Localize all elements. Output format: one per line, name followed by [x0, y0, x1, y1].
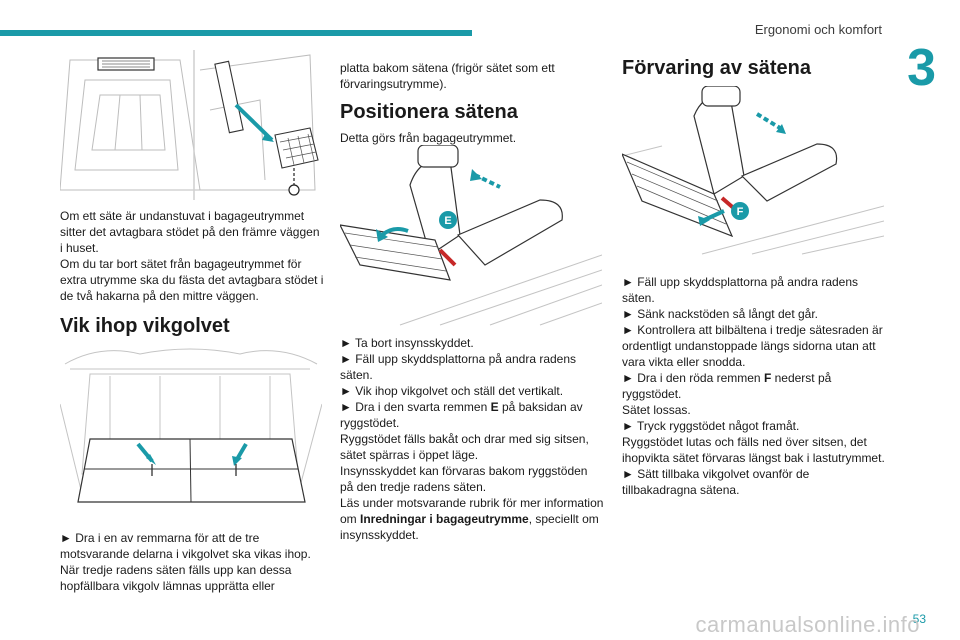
section-title: Ergonomi och komfort: [754, 22, 882, 37]
page-number: 53: [912, 612, 926, 626]
step: ► Ta bort insynsskyddet.: [340, 336, 474, 350]
step: ► Vik ihop vikgolvet och ställ det verti…: [340, 384, 564, 398]
step: ► Dra i den svarta remmen E på baksidan …: [340, 400, 583, 430]
paragraph: När tredje radens säten fälls upp kan de…: [60, 563, 292, 593]
step: ► Sätt tillbaka vikgolvet ovanför de til…: [622, 467, 810, 497]
paragraph: Ryggstödet fälls bakåt och drar med sig …: [340, 432, 589, 462]
paragraph: Sätet lossas.: [622, 403, 691, 417]
paragraph: ► Dra i en av remmarna för att de tre mo…: [60, 531, 311, 561]
paragraph: Detta görs från bagageutrymmet.: [340, 131, 517, 145]
step: ► Sänk nackstöden så långt det går.: [622, 307, 819, 321]
paragraph: Insynsskyddet kan förvaras bakom ryggstö…: [340, 464, 588, 494]
seat-strap-e-illustration: E: [340, 145, 602, 326]
label-e: E: [444, 215, 451, 227]
column-1-top: Om ett säte är undanstuvat i bagageutrym…: [60, 208, 324, 304]
label-f: F: [737, 206, 744, 218]
column-2-top: platta bakom sätena (frigör sätet som et…: [340, 60, 604, 92]
heading-seat-storage: Förvaring av sätena: [622, 57, 811, 79]
seat-strap-f-illustration: F: [622, 86, 884, 255]
paragraph: platta bakom sätena (frigör sätet som et…: [340, 61, 555, 91]
heading-position-seats: Positionera sätena: [340, 101, 518, 123]
chapter-number: 3: [907, 39, 936, 97]
paragraph: Om du tar bort sätet från bagageutrymmet…: [60, 257, 324, 303]
step: ► Dra i den röda remmen F nederst på ryg…: [622, 371, 832, 401]
column-2-intro: Detta görs från bagageutrymmet.: [340, 130, 604, 146]
paragraph: Ryggstödet lutas och fälls ned över sits…: [622, 435, 885, 465]
header-accent-bar: [0, 30, 472, 36]
trunk-support-illustration: [60, 50, 319, 200]
step: ► Fäll upp skyddsplattorna på andra rade…: [622, 275, 859, 305]
paragraph: Om ett säte är undanstuvat i bagageutrym…: [60, 209, 320, 255]
step: ► Tryck ryggstödet något framåt.: [622, 419, 800, 433]
paragraph: Läs under motsvarande rubrik för mer inf…: [340, 496, 604, 542]
heading-fold-floor: Vik ihop vikgolvet: [60, 315, 230, 337]
column-3-steps: ► Fäll upp skyddsplattorna på andra rade…: [622, 274, 886, 498]
fold-floor-illustration: [60, 348, 322, 503]
watermark: carmanualsonline.info: [695, 612, 920, 637]
step: ► Fäll upp skyddsplattorna på andra rade…: [340, 352, 577, 382]
column-1-bottom: ► Dra i en av remmarna för att de tre mo…: [60, 530, 324, 594]
column-2-steps: ► Ta bort insynsskyddet. ► Fäll upp skyd…: [340, 335, 604, 543]
step: ► Kontrollera att bilbältena i tredje sä…: [622, 323, 883, 369]
